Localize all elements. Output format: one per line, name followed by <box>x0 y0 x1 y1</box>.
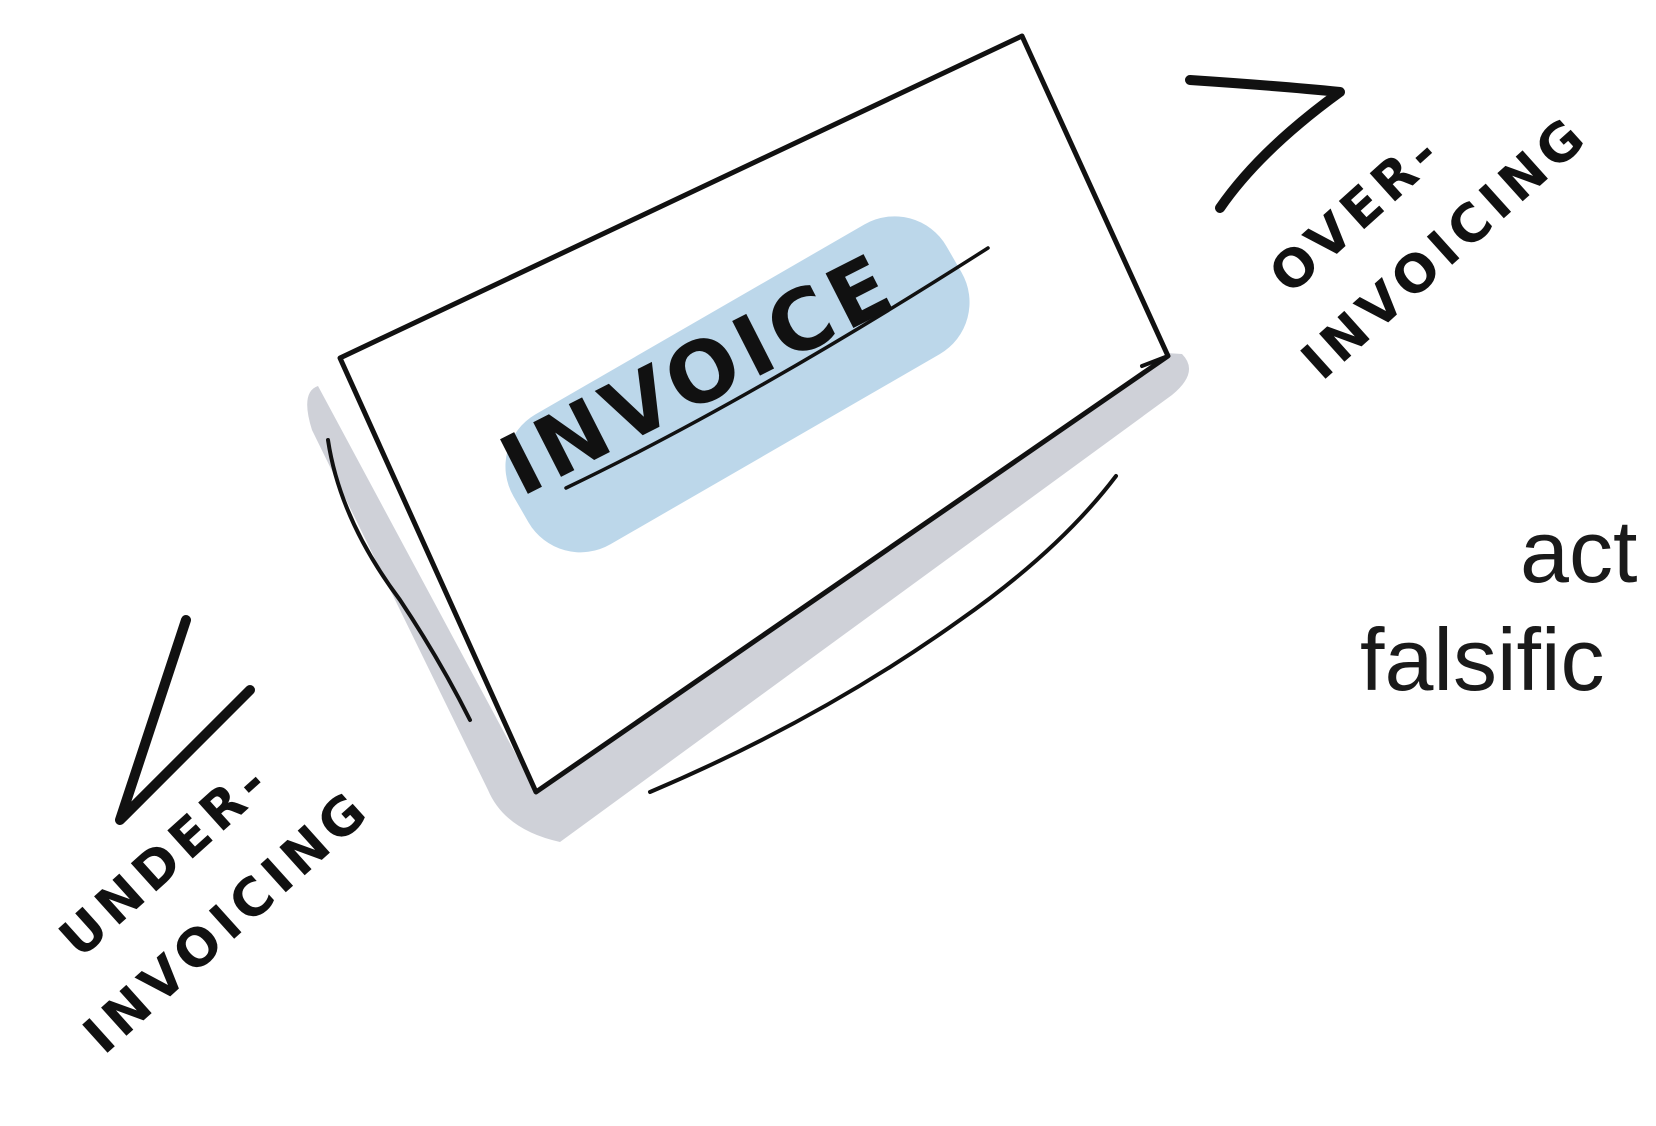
caption-line2: falsific <box>1360 610 1605 709</box>
greater-than-symbol-icon <box>1190 80 1340 208</box>
caption-line1: act <box>1520 502 1637 601</box>
